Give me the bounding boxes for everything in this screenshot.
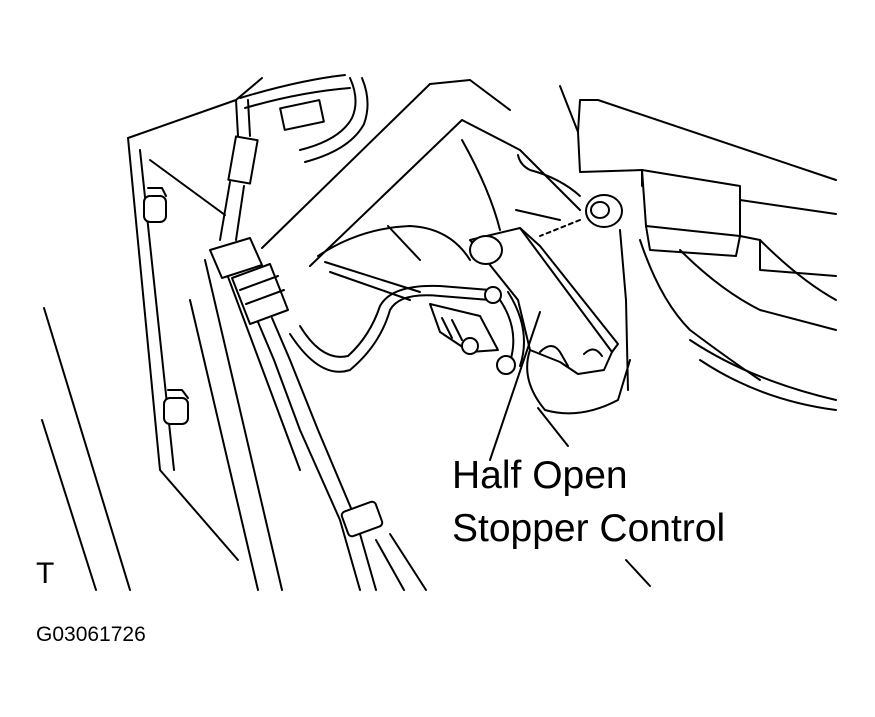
mounting-bolt [515,154,623,237]
view-mark: T [36,557,55,590]
stopper-lever [429,303,516,375]
door-lock-housing [559,85,837,411]
door-inner-edges [41,249,301,591]
cable-sleeve [340,500,427,591]
callout-leaders [489,311,651,587]
control-cable [289,284,525,373]
harness-connector [209,237,377,591]
figure-id: G03061726 [36,623,146,646]
callout-line-2: Stopper Control [452,507,726,550]
trim-clip-lower [163,389,189,425]
half-open-stopper-control [469,227,631,415]
door-beam [261,79,581,267]
trim-clip-upper [143,187,167,223]
callout-line-1: Half Open [452,454,628,497]
callout-label: Half Open Stopper Control [452,449,725,555]
wire-harness-upper [219,74,369,241]
inner-trim-tube [317,225,471,301]
